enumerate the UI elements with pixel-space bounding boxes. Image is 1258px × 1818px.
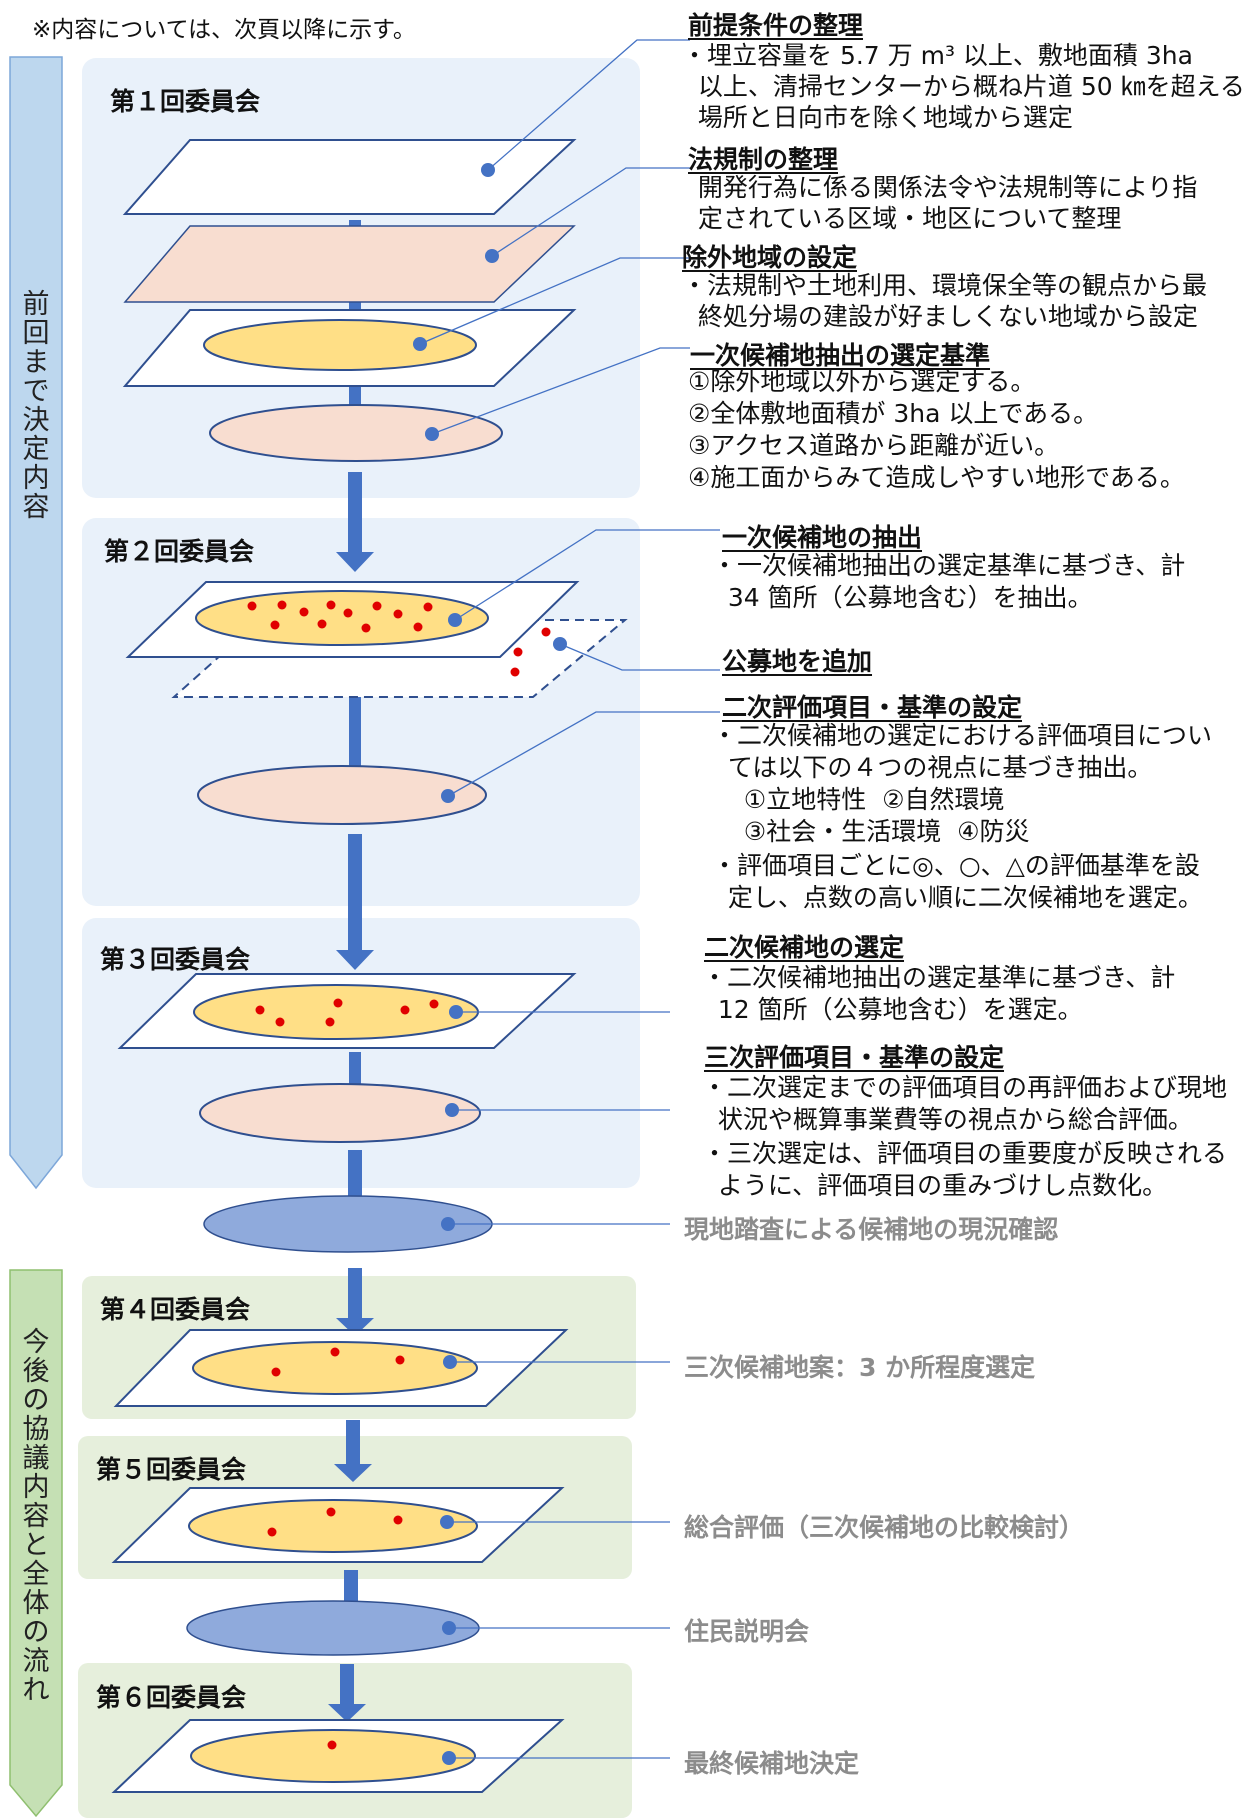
section-line: ③アクセス道路から距離が近い。: [688, 431, 1060, 460]
section-line: ④施工面からみて造成しやすい地形である。: [688, 463, 1185, 492]
section-line: ①除外地域以外から選定する。: [688, 367, 1036, 396]
side-label-decided: 前回まで決定内容: [22, 289, 50, 523]
section-line: ①立地特性 ②自然環境: [712, 785, 1005, 814]
section-line: ③社会・生活環境 ④防災: [712, 817, 1030, 846]
section-title-s4: 一次候補地抽出の選定基準: [690, 341, 991, 370]
section-line: ・埋立容量を 5.7 万 m³ 以上、敷地面積 3ha: [682, 41, 1193, 70]
section-line: 場所と日向市を除く地域から選定: [682, 103, 1073, 132]
overall-eval-ellipse: [188, 1499, 478, 1553]
step-briefing: 住民説明会: [684, 1617, 810, 1646]
section-line: ・二次候補地抽出の選定基準に基づき、計: [702, 963, 1176, 992]
section-line: ・二次選定までの評価項目の再評価および現地: [702, 1073, 1228, 1102]
primary-candidates-ellipse: [195, 590, 489, 646]
committee-3-title: 第３回委員会: [100, 945, 251, 974]
section-line: 状況や概算事業費等の視点から総合評価。: [702, 1105, 1193, 1134]
side-arrow-decided: [9, 56, 63, 1190]
section-title-s5: 一次候補地の抽出: [722, 523, 923, 552]
layer-peach-plane: [123, 225, 576, 303]
connector-endpoints: [413, 163, 567, 1765]
step-final: 最終候補地決定: [684, 1749, 860, 1778]
section-line: ・一次候補地抽出の選定基準に基づき、計: [712, 551, 1186, 580]
committee-2-title: 第２回委員会: [104, 537, 255, 566]
committee-4-title: 第４回委員会: [100, 1295, 251, 1324]
tertiary-ellipse: [192, 1341, 478, 1395]
section-title-s2: 法規制の整理: [688, 145, 839, 174]
step-overall-eval: 総合評価（三次候補地の比較検討）: [684, 1513, 1085, 1542]
exclusion-ellipse: [203, 319, 477, 371]
section-title-s8: 二次候補地の選定: [704, 933, 905, 962]
section-line: ・三次選定は、評価項目の重要度が反映される: [702, 1139, 1228, 1168]
side-arrow-future: [9, 1269, 63, 1818]
final-ellipse: [190, 1729, 476, 1783]
header-note: ※内容については、次頁以降に示す。: [32, 17, 416, 43]
section-line: ・二次候補地の選定における評価項目につい: [712, 721, 1213, 750]
committee-1-title: 第１回委員会: [110, 87, 261, 116]
section-line: 終処分場の建設が好ましくない地域から設定: [682, 302, 1198, 331]
connector-lines: [419, 39, 720, 1759]
criteria-ellipse: [209, 404, 503, 462]
committee-6-title: 第６回委員会: [96, 1683, 247, 1712]
secondary-candidates-ellipse: [193, 984, 479, 1040]
section-line: 開発行為に係る関係法令や法規制等により指: [682, 173, 1198, 202]
section-title-s9: 三次評価項目・基準の設定: [704, 1043, 1005, 1072]
step-third-candidates: 三次候補地案：3 か所程度選定: [684, 1353, 1036, 1382]
committee-5-title: 第５回委員会: [96, 1455, 247, 1484]
section-line: ・評価項目ごとに◎、○、△の評価基準を設: [712, 851, 1200, 880]
step-site-check: 現地踏査による候補地の現況確認: [684, 1215, 1059, 1244]
section-title-s7: 二次評価項目・基準の設定: [722, 693, 1023, 722]
candidate-dots: [247, 600, 551, 1750]
section-title-s1: 前提条件の整理: [688, 11, 864, 40]
section-title-s3: 除外地域の設定: [682, 243, 858, 272]
layer-white-plane: [122, 139, 577, 215]
section-title-s6: 公募地を追加: [722, 647, 873, 676]
tertiary-criteria-ellipse: [199, 1083, 481, 1143]
section-line: ように、評価項目の重みづけし点数化。: [702, 1171, 1168, 1200]
secondary-criteria-ellipse: [197, 765, 487, 825]
section-line: 34 箇所（公募地含む）を抽出。: [712, 583, 1093, 612]
side-label-future: 今後の協議内容と全体の流れ: [22, 1327, 50, 1706]
section-line: 定し、点数の高い順に二次候補地を選定。: [712, 883, 1203, 912]
section-line: 定されている区域・地区について整理: [682, 204, 1122, 233]
section-line: 以上、清掃センターから概ね片道 50 ㎞を超える: [682, 72, 1245, 101]
section-line: ては以下の４つの視点に基づき抽出。: [712, 753, 1153, 782]
section-line: ・法規制や土地利用、環境保全等の観点から最: [682, 271, 1208, 300]
briefing-ellipse: [186, 1600, 480, 1656]
section-line: 12 箇所（公募地含む）を選定。: [702, 995, 1083, 1024]
section-line: ②全体敷地面積が 3ha 以上である。: [688, 399, 1099, 428]
